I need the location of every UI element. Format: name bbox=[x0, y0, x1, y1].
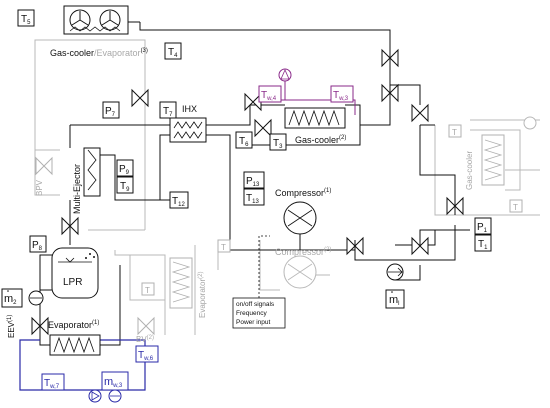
sensor-mw3: mw,3 bbox=[101, 371, 129, 391]
inactive-piping bbox=[34, 39, 540, 335]
svg-text:Tw,4: Tw,4 bbox=[261, 90, 277, 102]
svg-text:T6: T6 bbox=[239, 136, 249, 148]
sensor-t-grey-4: T bbox=[509, 199, 523, 213]
svg-text:T3: T3 bbox=[273, 138, 283, 150]
signals-box: on/off signals Frequency Power input bbox=[232, 235, 286, 329]
sensor-p7: P7 bbox=[102, 101, 120, 119]
bpv-valve bbox=[35, 156, 53, 176]
svg-text:T12: T12 bbox=[172, 196, 185, 208]
gas-cooler-right bbox=[481, 134, 505, 186]
pumps-and-meters bbox=[28, 68, 537, 403]
gas-cooler-right-label: Gas-cooler bbox=[465, 151, 474, 190]
sensor-t7: T7 bbox=[159, 101, 177, 119]
sensor-tw6: Tw,6 bbox=[135, 345, 159, 363]
sensor-p9: P9 bbox=[116, 159, 134, 177]
sensor-t-grey-2: T bbox=[141, 282, 155, 296]
lpr-label: LPR bbox=[63, 277, 82, 288]
sensor-tw4: Tw,4 bbox=[258, 85, 282, 103]
bv-label: BV(2) bbox=[136, 335, 154, 344]
svg-text:P1: P1 bbox=[477, 222, 488, 234]
gas-cooler-evaporator-3 bbox=[63, 5, 129, 35]
svg-text:Tw,7: Tw,7 bbox=[44, 378, 60, 390]
evaporator-water-loop bbox=[19, 339, 146, 391]
sensor-t-grey-3: T bbox=[448, 124, 462, 138]
svg-text:ml: ml bbox=[389, 294, 400, 307]
svg-text:m2: m2 bbox=[4, 293, 17, 306]
multi-ejector-label: Multi-Ejector bbox=[72, 164, 82, 214]
svg-text:T9: T9 bbox=[120, 181, 130, 193]
signal-onoff: on/off signals bbox=[236, 301, 275, 308]
evaporator-1-label: Evaporator(1) bbox=[48, 320, 99, 330]
sensor-t4: T4 bbox=[164, 42, 182, 60]
eev-valve bbox=[31, 316, 49, 336]
sensor-t13: T13 bbox=[243, 188, 265, 206]
multi-ejector bbox=[83, 147, 101, 197]
svg-text:P9: P9 bbox=[119, 164, 130, 176]
lpr-receiver bbox=[51, 247, 99, 299]
sensor-tw3: Tw,3 bbox=[330, 85, 354, 103]
sensor-t-grey-1: T bbox=[217, 239, 231, 253]
sensor-tw7: Tw,7 bbox=[41, 373, 65, 391]
sensor-m1: ml bbox=[385, 289, 405, 309]
compressor-2 bbox=[283, 255, 317, 289]
signal-frequency: Frequency bbox=[236, 310, 267, 317]
sensor-m2: m2 bbox=[1, 288, 23, 308]
valves bbox=[61, 48, 464, 256]
sensor-t12: T12 bbox=[169, 191, 189, 209]
svg-text:T7: T7 bbox=[163, 106, 173, 118]
svg-text:T: T bbox=[513, 203, 518, 212]
gas-cooler-2 bbox=[284, 107, 346, 129]
svg-text:T13: T13 bbox=[246, 193, 259, 205]
gas-cooler-evaporator-3-label: Gas-cooler/Evaporator(3) bbox=[50, 48, 148, 58]
sensor-p13: P13 bbox=[243, 171, 265, 189]
compressor-1-label: Compressor(1) bbox=[275, 188, 331, 198]
svg-text:T5: T5 bbox=[21, 14, 31, 26]
bv-valve bbox=[137, 316, 155, 336]
gas-cooler-2-label: Gas-cooler(2) bbox=[295, 135, 346, 145]
compressor-2-label: Compressor(2) bbox=[275, 247, 331, 257]
compressor-1 bbox=[283, 201, 317, 235]
svg-text:Tw,3: Tw,3 bbox=[333, 90, 349, 102]
bpv-label: BPV bbox=[35, 179, 44, 196]
sensor-p1: P1 bbox=[474, 217, 492, 235]
sensor-t9: T9 bbox=[116, 176, 134, 194]
evaporator-1 bbox=[49, 334, 101, 356]
svg-text:Tw,6: Tw,6 bbox=[138, 350, 154, 362]
sensor-p8: P8 bbox=[29, 235, 47, 253]
sensor-t6: T6 bbox=[235, 131, 253, 149]
sensor-t1: T1 bbox=[474, 234, 492, 252]
svg-text:P8: P8 bbox=[32, 240, 43, 252]
ihx-heat-exchanger bbox=[169, 117, 207, 143]
svg-text:T4: T4 bbox=[168, 47, 178, 59]
svg-text:mw,3: mw,3 bbox=[104, 376, 123, 389]
svg-text:P13: P13 bbox=[246, 176, 260, 188]
svg-text:T1: T1 bbox=[478, 239, 488, 251]
sensor-t3: T3 bbox=[269, 133, 287, 151]
evaporator-2 bbox=[169, 257, 193, 309]
svg-text:T: T bbox=[221, 243, 226, 252]
svg-text:T: T bbox=[145, 286, 150, 295]
sensor-t5: T5 bbox=[17, 9, 35, 27]
ihx-label: IHX bbox=[182, 104, 197, 114]
signal-power: Power input bbox=[236, 319, 271, 326]
eev-label: EEV(1) bbox=[7, 315, 16, 338]
svg-text:T: T bbox=[452, 128, 457, 137]
svg-text:P7: P7 bbox=[105, 106, 116, 118]
evaporator-2-label: Evaporator(2) bbox=[198, 272, 207, 318]
